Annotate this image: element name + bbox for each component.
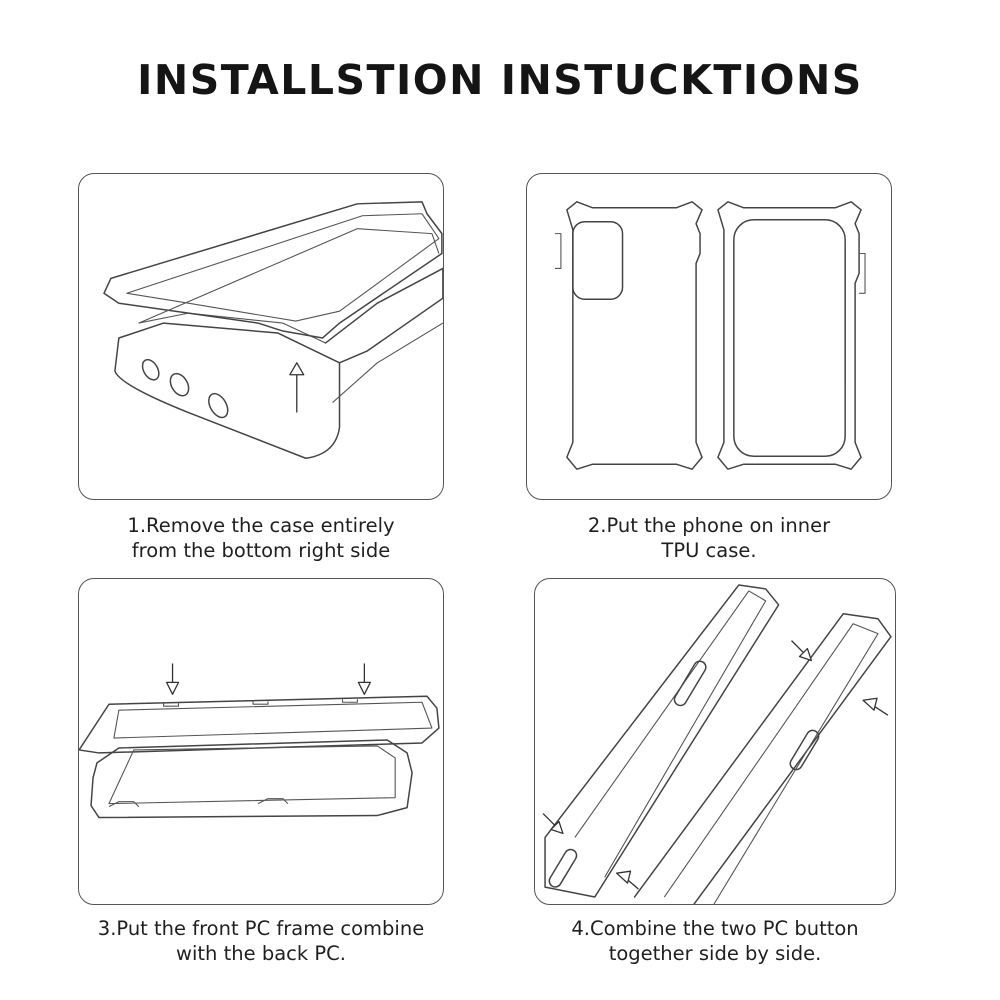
step-2-illustration	[526, 173, 892, 500]
step-3-caption: 3.Put the front PC frame combine with th…	[78, 916, 444, 966]
frame-combine-drawing	[79, 663, 440, 819]
step-3-line-1: 3.Put the front PC frame combine	[97, 917, 425, 940]
step-1-illustration	[78, 173, 444, 500]
step-1-line-1: 1.Remove the case entirely	[127, 514, 395, 537]
step-2-line-2: TPU case.	[661, 539, 757, 562]
step-4-caption: 4.Combine the two PC button together sid…	[534, 916, 896, 966]
step-4-line-2: together side by side.	[608, 942, 822, 965]
step-2-caption: 2.Put the phone on inner TPU case.	[526, 513, 892, 563]
step-4-line-1: 4.Combine the two PC button	[571, 917, 859, 940]
step-1-caption: 1.Remove the case entirely from the bott…	[78, 513, 444, 563]
step-4-illustration	[534, 578, 896, 905]
step-3-line-2: with the back PC.	[176, 942, 346, 965]
step-2-line-1: 2.Put the phone on inner	[587, 514, 831, 537]
tpu-case-drawing	[554, 201, 866, 470]
page-title: INSTALLSTION INSTUCKTIONS	[137, 56, 863, 104]
case-removal-drawing	[103, 201, 443, 459]
step-3-illustration	[78, 578, 444, 905]
step-1-line-2: from the bottom right side	[131, 539, 391, 562]
button-combine-drawing	[542, 584, 892, 904]
